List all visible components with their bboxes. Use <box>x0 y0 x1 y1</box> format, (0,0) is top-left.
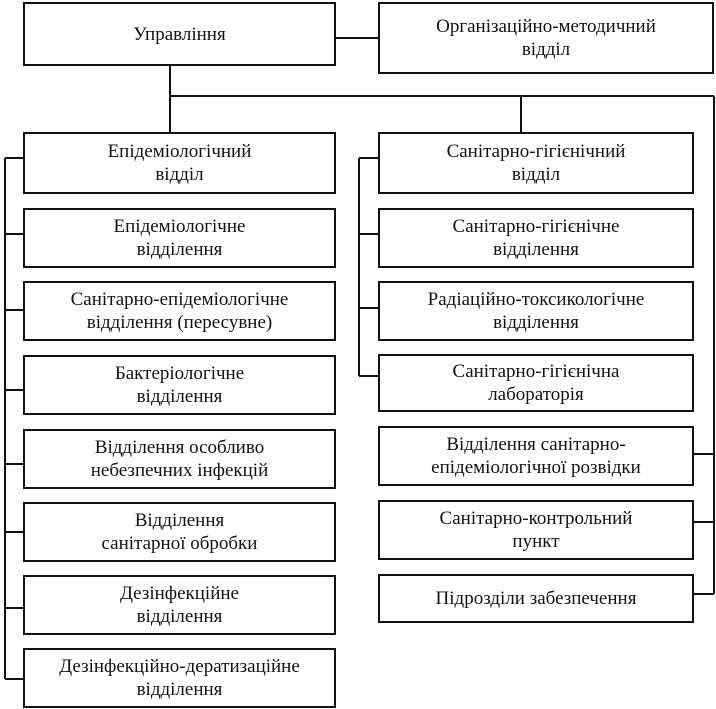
left-unit-3: Бактеріологічне відділення <box>23 355 336 415</box>
right-unit-3: Санітарно-гігієнічна лабораторія <box>378 354 694 412</box>
left-unit-6: Дезінфекційне відділення <box>23 575 336 635</box>
org-method-department-box: Організаційно-методичний відділ <box>378 2 714 74</box>
sanitary-hygienic-department-box: Санітарно-гігієнічний відділ <box>378 132 694 194</box>
epidemiological-department-box: Епідеміологічний відділ <box>23 132 336 194</box>
left-unit-2: Санітарно-епідеміологічне відділення (пе… <box>23 281 336 341</box>
right-unit-4: Відділення санітарно- епідеміологічної р… <box>378 426 694 486</box>
left-unit-4: Відділення особливо небезпечних інфекцій <box>23 429 336 489</box>
right-unit-5: Санітарно-контрольний пункт <box>378 500 694 560</box>
left-unit-5: Відділення санітарної обробки <box>23 502 336 562</box>
right-unit-1: Санітарно-гігієнічне відділення <box>378 208 694 268</box>
right-unit-6: Підрозділи забезпечення <box>378 574 694 623</box>
left-unit-7: Дезінфекційно-дератизаційне відділення <box>23 648 336 708</box>
left-unit-1: Епідеміологічне відділення <box>23 208 336 268</box>
right-unit-2: Радіаційно-токсикологічне відділення <box>378 281 694 341</box>
management-box: Управління <box>23 2 336 66</box>
